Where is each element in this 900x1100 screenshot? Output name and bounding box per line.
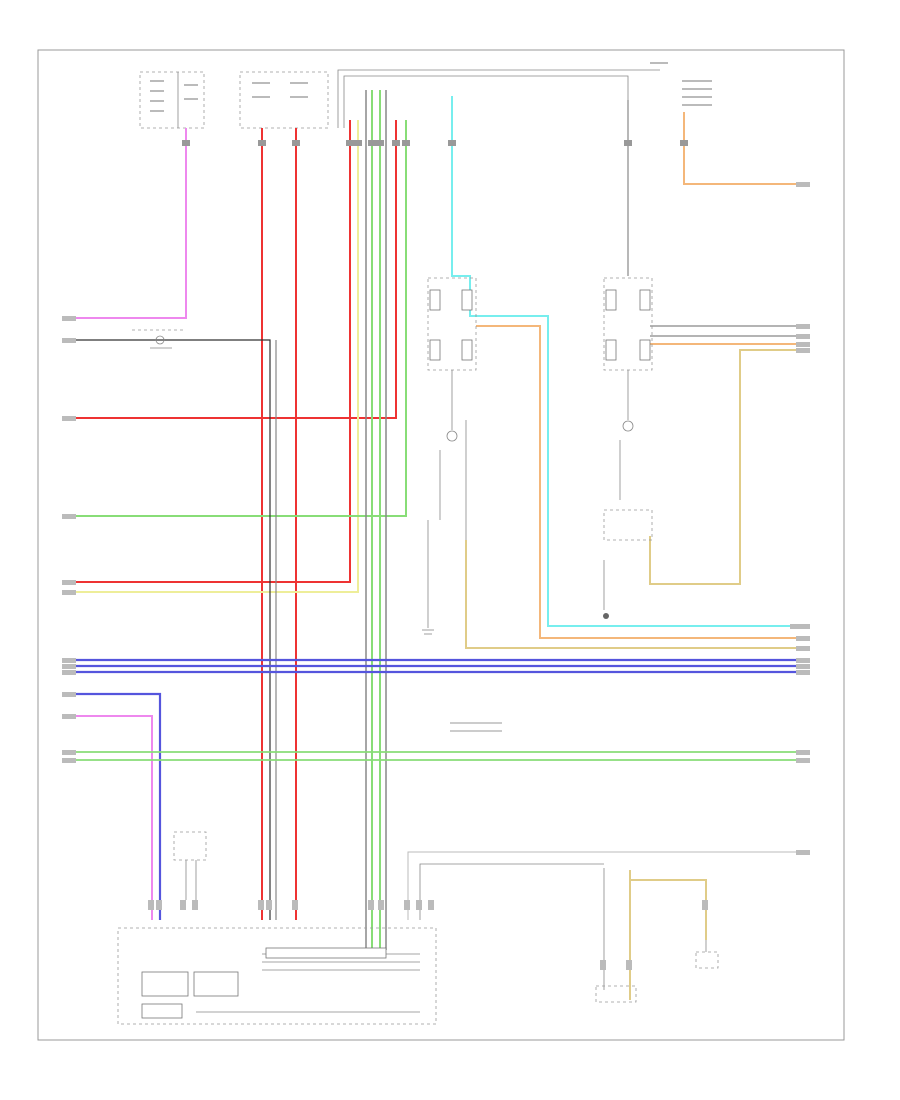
- wire-tan-4: [630, 879, 707, 940]
- bottom-module: [117, 900, 437, 1025]
- sensor-left: [427, 277, 477, 540]
- bottom-right-sensor: [595, 900, 708, 1003]
- wire-orange-1: [476, 325, 808, 639]
- legend-note: [450, 722, 502, 732]
- sensor-right: [603, 277, 653, 541]
- left-end-markers: [62, 316, 76, 763]
- wire-red-4: [62, 120, 351, 583]
- wire-orange-right-top: [683, 112, 808, 185]
- wire-red-3: [62, 120, 397, 419]
- top-right-harness-line: [337, 62, 668, 128]
- wire-blue-down: [62, 692, 162, 920]
- pin-ticks: [182, 140, 688, 146]
- top-right-label-block: [682, 80, 712, 106]
- wire-pink-left: [62, 128, 187, 319]
- switch-left: [132, 329, 186, 349]
- wire-gray-bottom: [407, 851, 808, 920]
- top-mid-connector-block: [239, 71, 329, 129]
- wire-cyan: [451, 96, 808, 627]
- wire-tan-2: [649, 349, 808, 585]
- right-end-markers: [790, 182, 810, 855]
- ground-left: [422, 520, 434, 635]
- short-bar: [150, 80, 164, 82]
- wire-black-switch: [62, 339, 271, 920]
- bottom-far-right-part: [695, 940, 719, 969]
- ground-right: [603, 560, 609, 619]
- diagram-frame: [37, 49, 845, 1041]
- top-left-connector-block: [139, 71, 205, 129]
- wire-pink-down: [62, 715, 153, 920]
- bottom-left-sensor: [173, 831, 207, 900]
- wire-tan-1: [465, 540, 808, 649]
- wire-green-1: [62, 120, 407, 517]
- wire-yellow: [62, 120, 359, 593]
